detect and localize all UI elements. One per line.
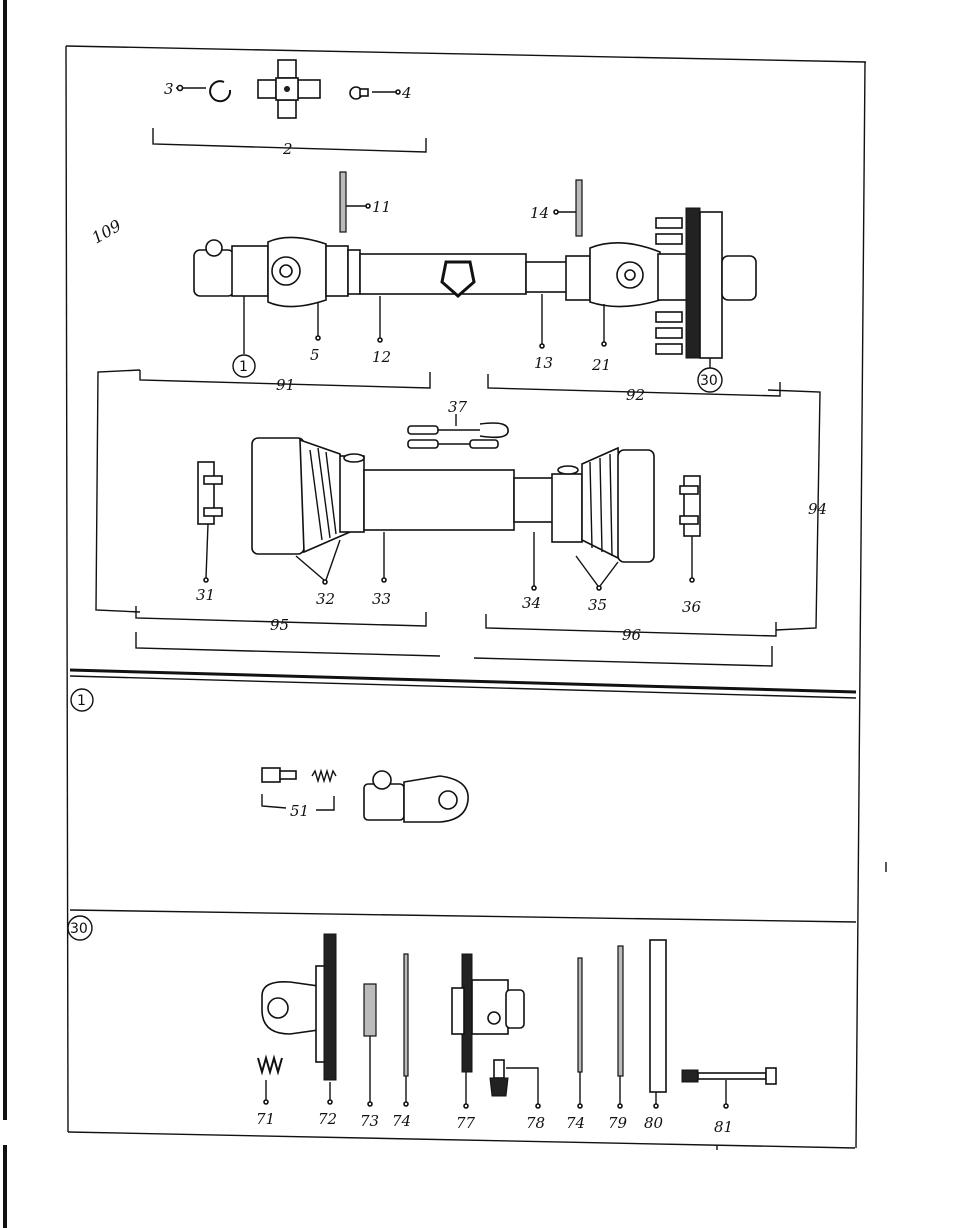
label-11: 11: [372, 198, 391, 216]
label-14: 14: [530, 204, 549, 222]
label-13: 13: [534, 354, 553, 372]
bolt-78-icon: [490, 1060, 508, 1096]
plate-73-icon: [364, 984, 376, 1036]
pin-11-icon: [340, 172, 346, 232]
guard-clip-left-icon: [198, 462, 222, 582]
guard-cone-right-icon: [552, 448, 654, 562]
label-5: 5: [310, 346, 320, 364]
safety-chain-icon: [408, 414, 508, 448]
label-35: 35: [588, 596, 607, 614]
disc-74a-icon: [404, 954, 408, 1076]
guard-clip-right-icon: [680, 476, 700, 582]
guard-tube-outer-icon: [364, 470, 514, 530]
plate-80-icon: [650, 940, 666, 1092]
inner-tube-icon: [526, 262, 570, 292]
disc-79-icon: [618, 946, 623, 1076]
detail-30-section: 30: [68, 916, 776, 1136]
label-91: 91: [276, 376, 295, 394]
label-4: 4: [401, 84, 412, 102]
disc-74b-icon: [578, 958, 582, 1072]
label-94: 94: [808, 500, 827, 518]
label-95: 95: [270, 616, 289, 634]
label-34: 34: [522, 594, 541, 612]
label-74a: 74: [392, 1112, 411, 1130]
callout-1: 1: [239, 359, 248, 375]
label-36: 36: [682, 598, 702, 616]
left-yoke-icon: [194, 237, 360, 306]
label-74b: 74: [566, 1114, 585, 1132]
label-79: 79: [608, 1114, 628, 1132]
label-71: 71: [256, 1110, 275, 1128]
yoke-detail-icon: [364, 771, 468, 822]
push-pin-icon: [262, 768, 296, 782]
guard-tube-inner-icon: [514, 478, 554, 522]
circlip-icon: [176, 81, 230, 101]
label-21: 21: [591, 356, 611, 374]
detail-1-callout: 1: [77, 693, 86, 709]
spring-71-icon: [258, 1058, 282, 1072]
label-73: 73: [360, 1112, 379, 1130]
label-78: 78: [526, 1114, 545, 1132]
pin-14-icon: [576, 180, 582, 236]
callout-30: 30: [700, 373, 718, 389]
label-51: 51: [290, 802, 309, 820]
label-92: 92: [626, 386, 645, 404]
label-37: 37: [448, 398, 468, 416]
page-frame: [5, 0, 886, 1228]
label-77: 77: [456, 1114, 476, 1132]
assembly-section: 3 4 2 11 14: [96, 60, 827, 666]
label-12: 12: [372, 348, 391, 366]
detail-1-section: 1 51: [71, 689, 468, 822]
label-81: 81: [714, 1118, 733, 1136]
universal-cross-icon: [258, 60, 320, 118]
label-32: 32: [316, 590, 335, 608]
clutch-hub-icon: [452, 954, 524, 1072]
right-yoke-clutch-icon: [566, 208, 756, 358]
detail-30-callout: 30: [70, 921, 88, 937]
label-33: 33: [372, 590, 391, 608]
label-80: 80: [644, 1114, 664, 1132]
label-96: 96: [622, 626, 642, 644]
long-bolt-81-icon: [682, 1068, 776, 1084]
label-31: 31: [196, 586, 215, 604]
label-3: 3: [164, 80, 174, 98]
spring-icon: [312, 771, 336, 781]
label-2: 2: [282, 140, 293, 158]
handwritten-note: 109: [89, 216, 125, 248]
guard-cone-left-icon: [252, 438, 364, 554]
label-72: 72: [318, 1110, 337, 1128]
grease-nipple-icon: [350, 87, 400, 99]
